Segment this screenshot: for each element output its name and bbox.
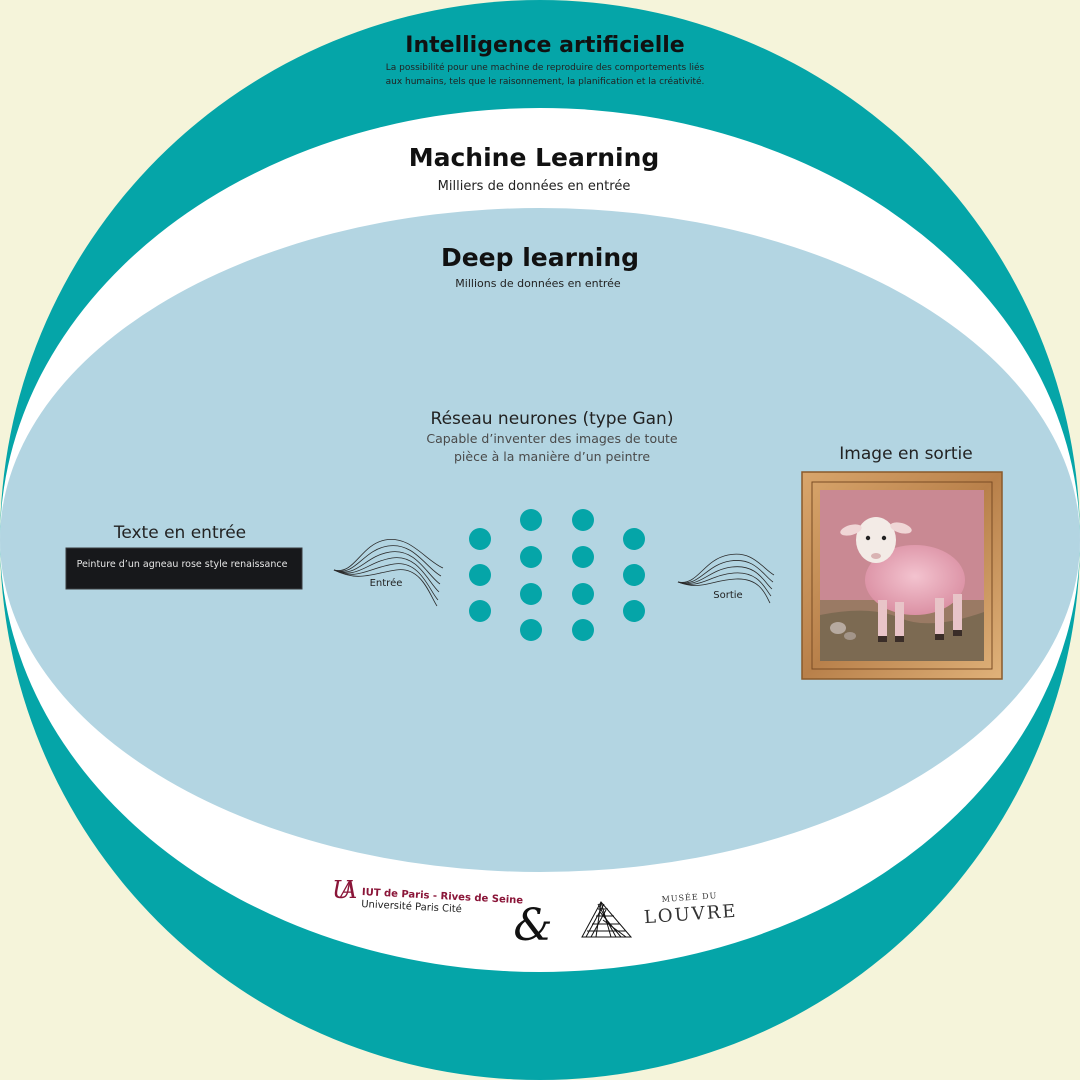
network-node bbox=[623, 528, 645, 550]
iut-university: Université Paris Cité bbox=[361, 898, 462, 915]
input-wave-arrow bbox=[333, 538, 444, 607]
network-description-line1: Capable d’inventer des images de toute bbox=[426, 431, 678, 446]
ml-description: Milliers de données en entrée bbox=[438, 179, 631, 194]
ml-title: Machine Learning bbox=[409, 143, 660, 172]
network-node bbox=[623, 600, 645, 622]
dl-inner-ellipse bbox=[0, 208, 1080, 872]
ampersand-icon: & bbox=[513, 900, 552, 951]
neural-network-nodes bbox=[469, 509, 645, 641]
prompt-box bbox=[65, 547, 303, 590]
network-node bbox=[572, 583, 594, 605]
input-label: Texte en entrée bbox=[113, 523, 246, 543]
network-node bbox=[572, 509, 594, 531]
output-wave-arrow bbox=[677, 553, 775, 604]
network-node bbox=[572, 619, 594, 641]
iut-monogram-icon: A bbox=[338, 876, 357, 904]
louvre-line1: MUSÉE DU bbox=[661, 891, 717, 904]
network-node bbox=[572, 546, 594, 568]
generated-lamb-painting bbox=[801, 471, 1003, 680]
network-node bbox=[469, 528, 491, 550]
ai-description-line1: La possibilité pour une machine de repro… bbox=[386, 62, 705, 73]
prompt-text: Peinture d’un agneau rose style renaissa… bbox=[77, 559, 288, 570]
input-arrow-label: Entrée bbox=[370, 577, 403, 589]
output-label: Image en sortie bbox=[839, 444, 972, 464]
network-node bbox=[469, 600, 491, 622]
dl-title: Deep learning bbox=[441, 243, 639, 272]
louvre-pyramid-icon bbox=[581, 901, 633, 938]
network-node bbox=[520, 583, 542, 605]
network-node bbox=[520, 546, 542, 568]
network-description-line2: pièce à la manière d’un peintre bbox=[454, 449, 650, 464]
network-title: Réseau neurones (type Gan) bbox=[431, 409, 674, 429]
network-node bbox=[623, 564, 645, 586]
network-node bbox=[520, 619, 542, 641]
ai-description-line2: aux humains, tels que le raisonnement, l… bbox=[386, 76, 705, 87]
dl-description: Millions de données en entrée bbox=[455, 277, 621, 290]
network-node bbox=[520, 509, 542, 531]
ai-title: Intelligence artificielle bbox=[405, 33, 684, 58]
louvre-logo: MUSÉE DU LOUVRE bbox=[643, 891, 738, 928]
output-arrow-label: Sortie bbox=[713, 590, 742, 601]
network-node bbox=[469, 564, 491, 586]
iut-monogram-icon: U bbox=[332, 876, 353, 904]
